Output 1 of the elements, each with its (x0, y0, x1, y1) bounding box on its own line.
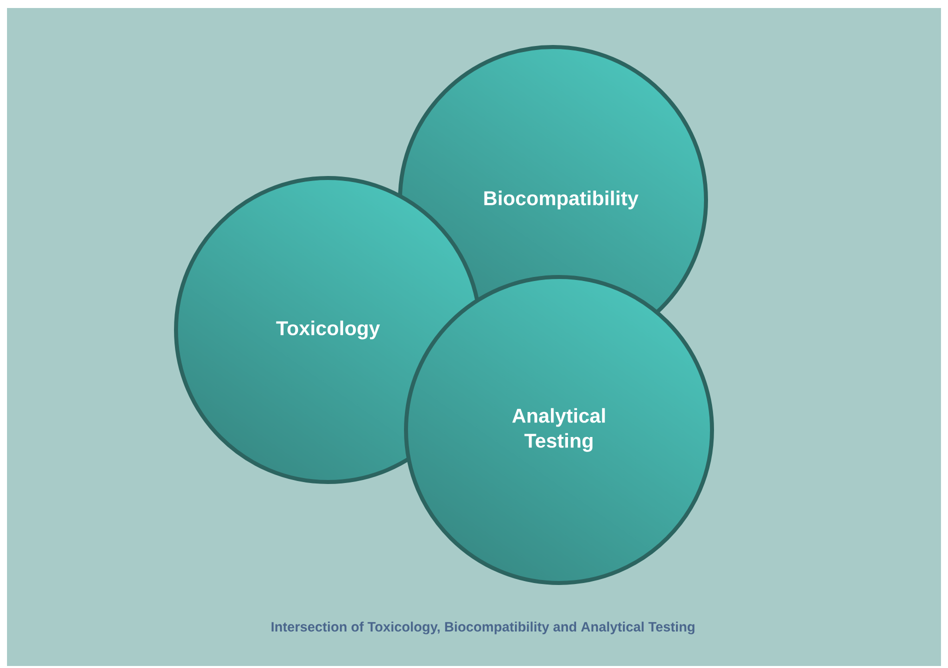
caption: Intersection of Toxicology, Biocompatibility and Analytical Testing (272, 622, 694, 634)
